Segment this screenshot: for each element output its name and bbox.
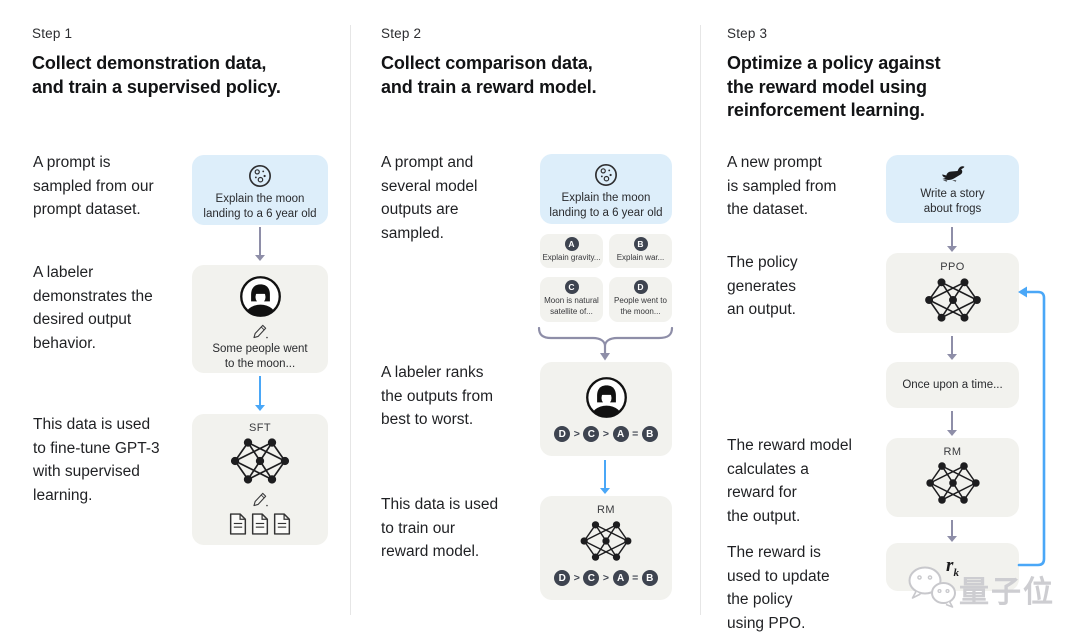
output-text-a: Explain gravity... [542,253,601,262]
arrow-down-icon [600,460,610,494]
arrow-down-icon [255,376,265,411]
moon-icon [249,165,271,187]
step2-caption-rank: A labeler ranks the outputs from best to… [381,364,494,428]
arrow-down-icon [947,336,957,360]
rank-operator: > [573,428,580,440]
pencil-icon [253,492,268,507]
step3-caption-prompt: A new prompt is sampled from the dataset… [727,154,837,218]
document-icon [273,513,291,535]
rank-badge: C [583,426,600,442]
rank-badge: D [554,426,571,442]
step2-title: Collect comparison data, and train a rew… [381,53,597,97]
output-badge-a: A [564,237,579,251]
labeler-avatar-icon [585,376,628,419]
labeler-avatar-icon [239,275,282,318]
neural-network-icon [923,277,982,323]
rm-label: RM [597,504,615,516]
step1-caption-finetune: This data is used to fine-tune GPT-3 wit… [33,416,160,504]
document-icon [251,513,269,535]
step1-labeler-card-text: Some people went to the moon... [212,343,308,370]
step2-prompt-card: Explain the moon landing to a 6 year old [540,154,672,224]
step3-output-card-text: Once upon a time... [902,378,1003,391]
document-icon [229,513,247,535]
feedback-loop-arrow-icon [1017,286,1046,567]
rank-badge: C [583,570,600,586]
step3-caption-reward: The reward model calculates a reward for… [727,437,852,525]
neural-network-icon [230,437,290,485]
step3-title: Optimize a policy against the reward mod… [727,53,941,120]
step1-title: Collect demonstration data, and train a … [32,53,281,97]
arrow-down-icon [947,520,957,542]
sft-label: SFT [249,422,271,434]
output-card-a: A Explain gravity... [540,234,603,268]
step2-prompt-card-text: Explain the moon landing to a 6 year old [549,192,663,219]
step3-prompt-card: Write a story about frogs [886,155,1019,223]
output-badge-c: C [564,280,579,294]
reward-symbol: r [946,555,954,577]
watermark: 量子位 [905,563,1055,615]
output-text-d: People went to the moon... [614,296,667,316]
step2-caption-train: This data is used to train our reward mo… [381,496,499,560]
output-text-c: Moon is natural satellite of... [544,296,599,316]
step1-label: Step 1 [32,26,73,41]
step2-label: Step 2 [381,26,422,41]
step3-caption-update: The reward is used to update the policy … [727,544,830,632]
rank-operator: = [632,572,639,584]
rank-operator: > [602,572,610,584]
output-badge-b: B [633,237,648,251]
ranking-row: D > C > A = B [554,570,658,586]
output-card-c: C Moon is natural satellite of... [540,277,603,322]
step3-output-card: Once upon a time... [886,362,1019,408]
moon-icon [595,164,617,186]
column-divider-2 [700,25,701,615]
ranking-row: D > C > A = B [554,426,658,442]
watermark-text: 量子位 [959,576,1055,609]
rm-label: RM [943,446,962,458]
rank-badge: B [641,426,658,442]
step1-sft-model-card: SFT [192,414,328,545]
frog-icon [941,166,964,182]
step2-labeler-ranking-card: D > C > A = B [540,362,672,456]
rank-badge: A [612,570,629,586]
pencil-icon [253,324,268,339]
documents-row [229,513,291,535]
step3-rm-model-card: RM [886,438,1019,517]
arrow-down-icon [947,411,957,436]
arrow-down-icon [947,227,957,252]
curly-brace-arrow-icon [537,327,674,361]
rank-badge: A [612,426,629,442]
column-divider-1 [350,25,351,615]
neural-network-icon [579,520,633,562]
step2-rm-model-card: RM D > C > A = B [540,496,672,600]
rank-badge: D [554,570,571,586]
output-card-d: D People went to the moon... [609,277,672,322]
ppo-label: PPO [940,261,965,273]
step2-caption-prompt: A prompt and several model outputs are s… [381,154,478,242]
step3-prompt-card-text: Write a story about frogs [920,188,985,215]
output-text-b: Explain war... [616,253,665,262]
rank-operator: = [632,428,639,440]
step3-ppo-model-card: PPO [886,253,1019,333]
output-badge-d: D [633,280,648,294]
step3-reward-card: rk [886,543,1019,591]
rank-operator: > [573,572,580,584]
step1-prompt-card-text: Explain the moon landing to a 6 year old [203,193,317,220]
neural-network-icon [925,461,980,505]
reward-subscript: k [953,566,959,579]
rank-badge: B [641,570,658,586]
step1-caption-labeler: A labeler demonstrates the desired outpu… [33,264,153,352]
step3-caption-policy: The policy generates an output. [727,254,798,318]
step1-prompt-card: Explain the moon landing to a 6 year old [192,155,328,225]
step1-caption-prompt: A prompt is sampled from our prompt data… [33,154,154,218]
output-card-b: B Explain war... [609,234,672,268]
reward-value: rk [946,555,959,579]
arrow-down-icon [255,227,265,261]
wechat-icon [908,566,956,608]
step1-labeler-card: Some people went to the moon... [192,265,328,373]
step3-label: Step 3 [727,26,768,41]
rank-operator: > [602,428,610,440]
